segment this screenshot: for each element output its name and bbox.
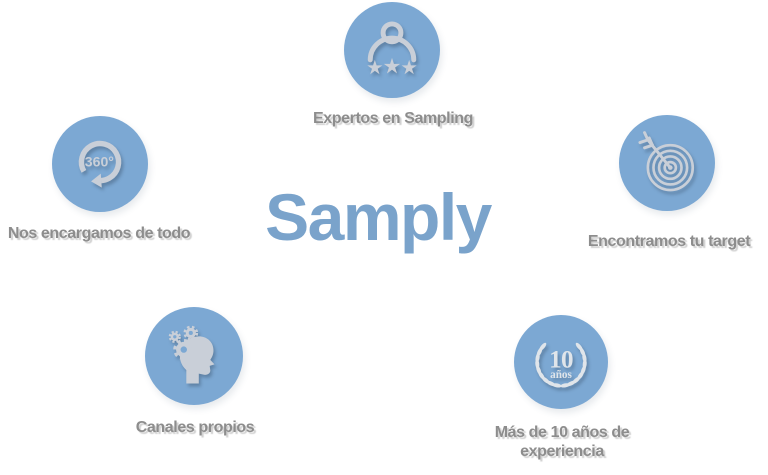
page-title: Samply bbox=[265, 180, 492, 254]
node-label-experiencia: Más de 10 años de experiencia bbox=[494, 424, 630, 460]
node-label-target: Encontramos tu target bbox=[587, 233, 751, 250]
head-gears-icon bbox=[168, 325, 215, 384]
icon-text-360: 360° bbox=[85, 154, 114, 170]
person-stars-icon bbox=[367, 21, 417, 75]
node-encargamos-circle: 360° bbox=[52, 116, 148, 212]
node-label-canales: Canales propios bbox=[135, 419, 255, 436]
badge-number: 10 bbox=[549, 346, 573, 373]
badge-unit: años bbox=[550, 369, 572, 381]
node-target-circle bbox=[619, 115, 715, 211]
target-dart-icon bbox=[638, 131, 695, 192]
node-expertos-circle bbox=[344, 2, 440, 98]
node-label-encargamos: Nos encargamos de todo bbox=[7, 225, 191, 242]
node-label-expertos: Expertos en Sampling bbox=[312, 110, 474, 127]
node-experiencia-circle: 10 años bbox=[514, 315, 608, 409]
arrow-360-icon: 360° bbox=[78, 140, 122, 188]
node-canales-circle bbox=[145, 307, 243, 405]
laurel-10-years-icon: 10 años bbox=[535, 342, 587, 388]
